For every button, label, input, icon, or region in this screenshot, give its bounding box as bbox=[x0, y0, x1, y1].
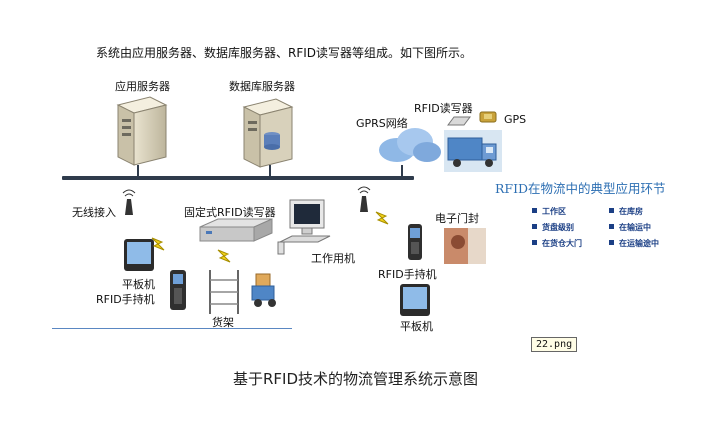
network-bus-line bbox=[62, 176, 414, 180]
antenna-icon bbox=[122, 189, 136, 215]
wireless-access-label: 无线接入 bbox=[72, 206, 116, 219]
e-seal-label: 电子门封 bbox=[435, 212, 479, 225]
truck-icon bbox=[444, 130, 502, 172]
gps-label: GPS bbox=[504, 113, 527, 126]
typical-item: 在输运中 bbox=[609, 222, 651, 233]
intro-text: 系统由应用服务器、数据库服务器、RFID读写器等组成。如下图所示。 bbox=[96, 46, 473, 60]
forklift-icon bbox=[251, 273, 276, 307]
signal-bolt-icon bbox=[151, 237, 165, 251]
app-server-icon bbox=[116, 96, 168, 166]
antenna-icon bbox=[357, 186, 371, 212]
rfid-reader-top-icon bbox=[447, 116, 471, 126]
typical-item: 在运输途中 bbox=[609, 238, 659, 249]
typical-item: 在货仓大门 bbox=[532, 238, 582, 249]
handheld-right-label: RFID手持机 bbox=[378, 268, 437, 281]
typical-item: 工作区 bbox=[532, 206, 566, 217]
signal-bolt-icon bbox=[217, 249, 231, 263]
fixed-reader-label: 固定式RFID读写器 bbox=[184, 206, 276, 219]
image-filename-tag: 22.png bbox=[531, 337, 578, 352]
db-server-icon bbox=[242, 98, 294, 168]
typical-item: 货盘级别 bbox=[532, 222, 574, 233]
rfid-reader-top-label: RFID读写器 bbox=[414, 102, 473, 115]
tablet-icon bbox=[124, 239, 154, 271]
typical-item: 在库房 bbox=[609, 206, 643, 217]
bus-connectors bbox=[137, 165, 403, 177]
door-seal-photo-icon bbox=[444, 228, 486, 264]
gps-device-icon bbox=[479, 111, 497, 123]
handheld-reader-icon bbox=[170, 270, 186, 310]
shelf-label: 货架 bbox=[212, 316, 234, 329]
tablet-left-label: 平板机 bbox=[122, 278, 155, 291]
workstation-label: 工作用机 bbox=[311, 252, 355, 265]
workstation-icon bbox=[277, 199, 331, 255]
cloud-icon bbox=[379, 128, 441, 162]
figure-caption: 基于RFID技术的物流管理系统示意图 bbox=[232, 370, 479, 388]
tablet-right-label: 平板机 bbox=[400, 320, 433, 333]
gprs-label: GPRS网络 bbox=[356, 117, 408, 130]
typical-apps-title: RFID在物流中的典型应用环节 bbox=[495, 181, 666, 196]
app-server-label: 应用服务器 bbox=[115, 80, 170, 93]
handheld-left-label: RFID手持机 bbox=[96, 293, 155, 306]
section-underline bbox=[52, 328, 292, 329]
signal-bolt-icon bbox=[375, 211, 389, 225]
fixed-reader-icon bbox=[199, 218, 273, 242]
tablet-icon bbox=[400, 284, 430, 316]
handheld-reader-icon bbox=[408, 224, 422, 260]
shelf-icon bbox=[209, 270, 239, 314]
db-server-label: 数据库服务器 bbox=[229, 80, 295, 93]
